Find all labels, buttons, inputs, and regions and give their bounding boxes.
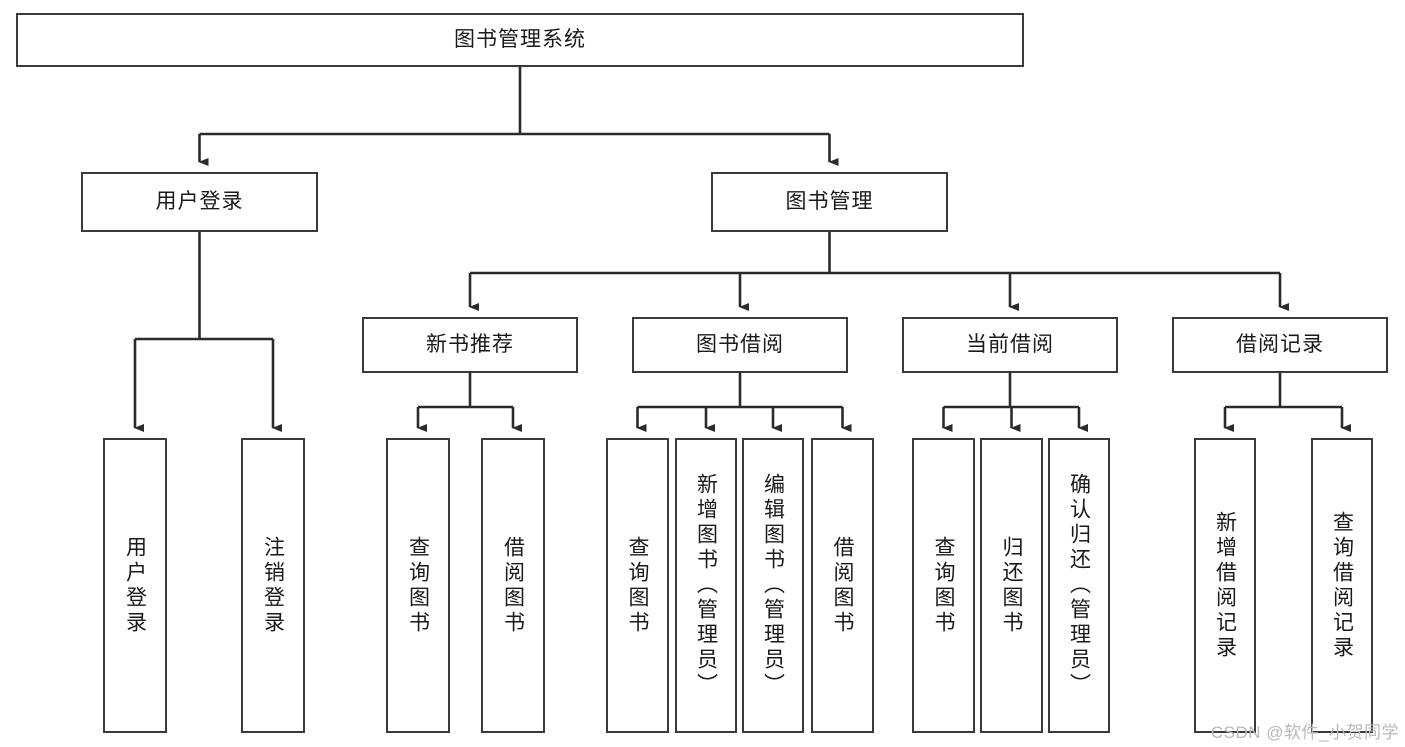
node-leaf-borrow-book[interactable]: 借阅图书 (811, 438, 874, 733)
node-label: 用户登录 (123, 535, 147, 636)
node-label: 图书管理系统 (454, 28, 586, 52)
node-label: 查询图书 (406, 535, 430, 636)
node-label: 查询图书 (932, 535, 956, 636)
node-current-borrow[interactable]: 当前借阅 (902, 317, 1118, 373)
node-leaf-user-login[interactable]: 用户登录 (103, 438, 167, 733)
node-label: 确认归还（管理员） (1067, 473, 1091, 698)
node-leaf-confirm-return[interactable]: 确认归还（管理员） (1048, 438, 1110, 733)
node-label: 图书借阅 (696, 333, 784, 357)
node-label: 借阅图书 (501, 535, 525, 636)
node-leaf-borrow-book-rec[interactable]: 借阅图书 (481, 438, 545, 733)
node-label: 当前借阅 (966, 333, 1054, 357)
node-leaf-query-book-cur[interactable]: 查询图书 (912, 438, 975, 733)
node-book-manage[interactable]: 图书管理 (711, 172, 948, 232)
node-label: 图书管理 (785, 190, 874, 214)
node-label: 查询图书 (626, 535, 650, 636)
csdn-watermark: CSDN @软件_小贺同学 (1210, 723, 1399, 742)
node-label: 新增借阅记录 (1213, 510, 1237, 661)
node-leaf-query-book-borrow[interactable]: 查询图书 (606, 438, 669, 733)
node-label: 新增图书（管理员） (694, 473, 718, 698)
node-label: 编辑图书（管理员） (761, 473, 785, 698)
node-label: 借阅图书 (831, 535, 855, 636)
node-label: 注销登录 (261, 535, 285, 636)
node-label: 借阅记录 (1236, 333, 1324, 357)
node-borrow-record[interactable]: 借阅记录 (1172, 317, 1388, 373)
node-leaf-logout[interactable]: 注销登录 (241, 438, 305, 733)
node-label: 归还图书 (1000, 535, 1024, 636)
node-leaf-add-record[interactable]: 新增借阅记录 (1194, 438, 1256, 733)
node-label: 查询借阅记录 (1330, 510, 1354, 661)
node-leaf-edit-book[interactable]: 编辑图书（管理员） (742, 438, 804, 733)
node-label: 新书推荐 (426, 333, 514, 357)
node-leaf-add-book[interactable]: 新增图书（管理员） (675, 438, 737, 733)
node-leaf-query-record[interactable]: 查询借阅记录 (1311, 438, 1373, 733)
node-new-book-rec[interactable]: 新书推荐 (362, 317, 578, 373)
node-user-login[interactable]: 用户登录 (81, 172, 318, 232)
node-label: 用户登录 (155, 190, 244, 214)
node-leaf-query-book-rec[interactable]: 查询图书 (386, 438, 450, 733)
node-root[interactable]: 图书管理系统 (16, 13, 1024, 67)
node-leaf-return-book[interactable]: 归还图书 (980, 438, 1043, 733)
node-book-borrow[interactable]: 图书借阅 (632, 317, 848, 373)
